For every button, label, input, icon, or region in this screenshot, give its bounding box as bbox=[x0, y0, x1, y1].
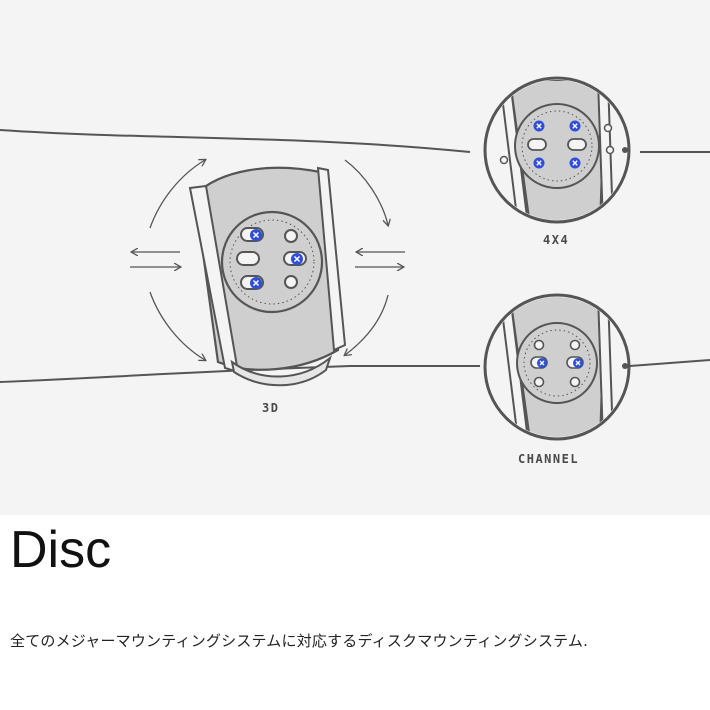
screw-icons-4x4 bbox=[533, 120, 581, 169]
screw-icon bbox=[250, 229, 262, 241]
detail-4x4 bbox=[483, 76, 631, 224]
mounting-diagram-svg bbox=[0, 76, 710, 441]
screw-icon bbox=[573, 358, 583, 368]
label-3d: 3D bbox=[262, 401, 280, 415]
screw-icon bbox=[569, 157, 581, 169]
mounting-diagram: 3D 4X4 CHANNEL bbox=[0, 0, 710, 515]
snowboard-outline bbox=[0, 129, 710, 383]
screw-icon bbox=[533, 157, 545, 169]
screw-icon bbox=[250, 277, 262, 289]
binding-baseplate-3d bbox=[188, 166, 347, 387]
screw-icons-3d bbox=[250, 229, 303, 289]
screw-icon bbox=[533, 120, 545, 132]
screw-icon bbox=[569, 120, 581, 132]
detail-channel bbox=[483, 293, 631, 441]
rotation-arrows bbox=[149, 160, 388, 360]
label-channel: CHANNEL bbox=[518, 452, 580, 466]
label-4x4: 4X4 bbox=[543, 233, 570, 247]
screw-icon bbox=[537, 358, 547, 368]
product-title: Disc bbox=[10, 521, 112, 579]
screw-icon bbox=[291, 253, 303, 265]
product-description: 全てのメジャーマウンティングシステムに対応するディスクマウンティングシステム. bbox=[10, 632, 589, 650]
screw-icons-channel bbox=[537, 358, 583, 368]
slide-arrows bbox=[130, 252, 405, 267]
